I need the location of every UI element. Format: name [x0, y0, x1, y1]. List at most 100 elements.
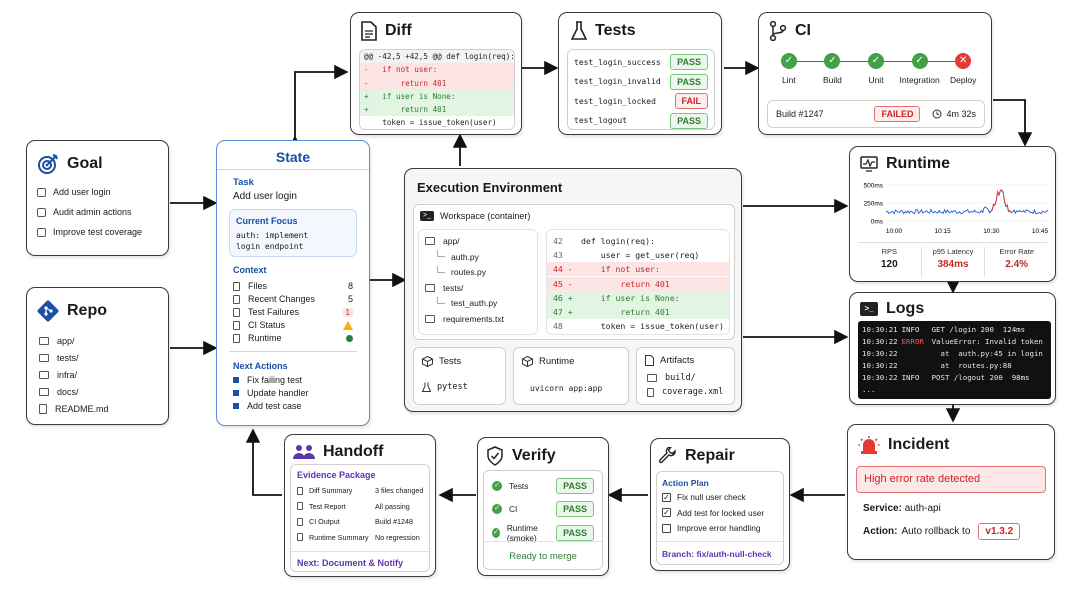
ci-card: CI ✓Lint✓Build✓Unit✓Integration✕Deploy B…	[758, 12, 992, 135]
flask-icon	[422, 382, 431, 392]
log-message: at auth.py:45 in login	[931, 349, 1043, 358]
log-time: 10:30:22	[862, 337, 898, 346]
diff-line: + if user is None:	[360, 89, 514, 104]
document-icon	[297, 533, 303, 541]
build-result-badge: FAILED	[874, 106, 921, 122]
diff-line: @@ -42,5 +42,5 @@ def login(req):	[360, 50, 514, 64]
file-icon	[39, 404, 47, 414]
repo-title: Repo	[67, 302, 107, 319]
monitor-icon	[860, 156, 878, 172]
terminal-icon: >_	[420, 211, 434, 221]
repo-item[interactable]: tests/	[39, 353, 79, 363]
team-icon	[293, 445, 315, 459]
file-icon	[647, 387, 654, 397]
action-plan-item[interactable]: ✓Fix null user check	[662, 492, 746, 502]
siren-icon	[858, 436, 880, 454]
file-tree-item[interactable]: auth.py	[437, 250, 479, 262]
document-icon	[361, 21, 377, 41]
latency-spike-line	[989, 189, 1012, 213]
build-number: Build #1247	[776, 109, 824, 119]
handoff-next: Next: Document & Notify	[297, 558, 404, 568]
file-tree-item[interactable]: test_auth.py	[437, 296, 497, 308]
diff-view: @@ -42,5 +42,5 @@ def login(req):- if no…	[359, 49, 515, 130]
check-circle-icon: ✓	[911, 53, 928, 69]
goal-card: Goal Add user login Audit admin actions …	[26, 140, 169, 256]
next-action-item[interactable]: Fix failing test	[233, 375, 302, 385]
file-icon	[233, 307, 240, 317]
incident-card: Incident High error rate detected Servic…	[847, 424, 1055, 560]
test-status-badge: PASS	[670, 73, 708, 90]
repo-item[interactable]: README.md	[39, 404, 109, 414]
execution-environment-title: Execution Environment	[417, 180, 563, 195]
line-number: 46 +	[553, 292, 573, 303]
goal-item[interactable]: Add user login	[37, 187, 111, 197]
action-plan-item[interactable]: Improve error handling	[662, 523, 760, 533]
evidence-package-label: Evidence Package	[297, 470, 376, 480]
repo-item[interactable]: app/	[39, 336, 75, 346]
diff-line: - if not user:	[360, 63, 514, 77]
check-circle-icon: ✓	[824, 53, 841, 69]
goal-item[interactable]: Audit admin actions	[37, 207, 132, 217]
tests-tool[interactable]: Tests pytest	[413, 347, 506, 405]
checked-box-icon: ✓	[662, 492, 671, 502]
repo-item[interactable]: docs/	[39, 387, 79, 397]
ci-stage-label: Lint	[781, 75, 796, 85]
folder-icon	[39, 371, 49, 379]
log-level: INFO	[901, 325, 920, 334]
next-action-item[interactable]: Update handler	[233, 388, 309, 398]
x-tick-label: 10:30	[983, 228, 1000, 235]
context-row: CI Status	[233, 320, 353, 330]
runtime-tool[interactable]: Runtime uvicorn app:app	[513, 347, 629, 405]
file-icon	[233, 320, 240, 330]
repo-item[interactable]: infra/	[39, 370, 77, 380]
ci-pipeline: ✓Lint✓Build✓Unit✓Integration✕Deploy	[767, 51, 985, 99]
handoff-title: Handoff	[323, 443, 384, 460]
file-tree-item[interactable]: routes.py	[437, 265, 486, 277]
log-line: 10:30:22 at auth.py:45 in login	[862, 348, 1047, 360]
folder-icon	[647, 374, 657, 382]
folder-icon	[39, 354, 49, 362]
code-line: 44 - if not user:	[547, 262, 729, 277]
context-label: Context	[233, 265, 267, 275]
document-icon	[297, 502, 303, 510]
action-plan-item[interactable]: ✓Add test for locked user	[662, 507, 765, 518]
artifacts-tool[interactable]: Artifacts build/ coverage.xml	[636, 347, 735, 405]
test-status-badge: FAIL	[674, 93, 708, 109]
code-text: def login(req):	[581, 236, 655, 246]
file-tree-item[interactable]: app/	[425, 236, 460, 246]
code-text: if not user:	[581, 264, 660, 275]
shield-check-icon	[487, 446, 503, 466]
tree-branch-icon	[437, 265, 445, 273]
log-line: ...	[862, 384, 1047, 396]
next-action-item[interactable]: Add test case	[233, 401, 302, 411]
goal-item[interactable]: Improve test coverage	[37, 227, 142, 237]
state-title: State	[275, 149, 311, 165]
stat-label: Error Rate	[999, 247, 1034, 256]
x-tick-label: 10:15	[935, 228, 952, 235]
file-tree-item[interactable]: tests/	[425, 283, 463, 293]
line-number: 42	[553, 236, 563, 246]
file-tree-item[interactable]: requirements.txt	[425, 314, 504, 324]
log-message: POST /logout 200 98ms	[931, 373, 1030, 382]
branch-name: Branch: fix/auth-null-check	[662, 549, 772, 559]
log-message: ValueError: Invalid token	[931, 337, 1043, 346]
stat-value: 120	[880, 259, 898, 270]
test-status-badge: PASS	[670, 54, 708, 70]
verify-row: ✓Runtime (smoke)PASS	[492, 523, 594, 543]
